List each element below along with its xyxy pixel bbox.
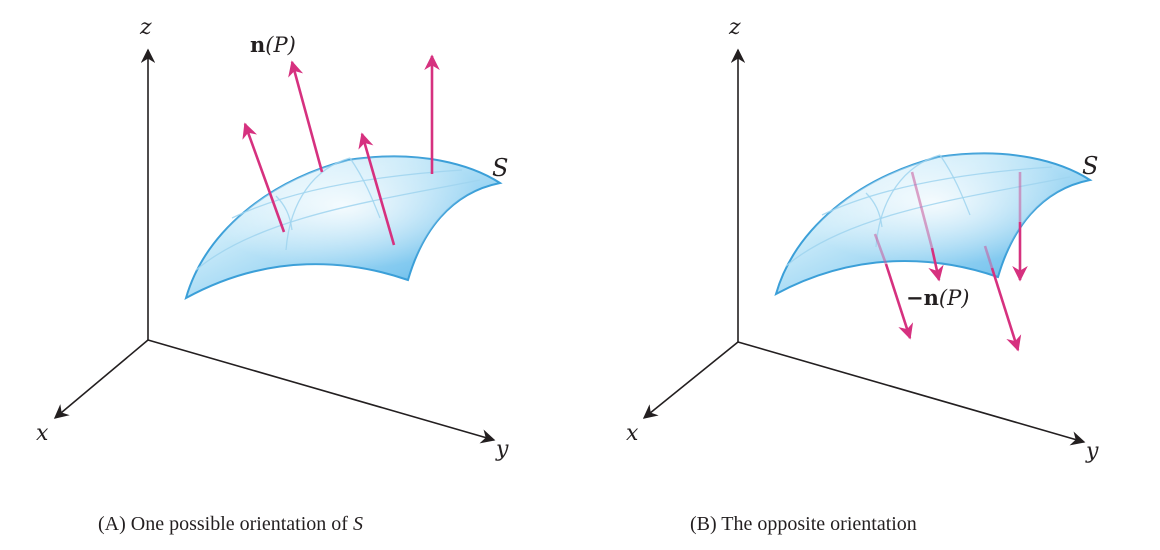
surface-grid-b-4 (939, 154, 971, 216)
normal-label-b-rest: (P) (939, 286, 970, 310)
normal-label-b: −n(P) (906, 285, 969, 310)
surface-shine-a (186, 156, 500, 298)
surface-shine-b (776, 153, 1090, 294)
panel-a: z x y S n(P) (36, 15, 509, 462)
normal-label-b-sign: − (906, 285, 924, 310)
y-axis-a (147, 339, 496, 444)
normal-vector-a-3 (358, 132, 396, 246)
normal-vector-b-3-hidden (983, 245, 994, 269)
normal-label-a-rest: (P) (265, 33, 296, 57)
x-axis-b (642, 341, 739, 419)
x-axis-a (53, 339, 149, 419)
x-axis-label-b: x (626, 421, 639, 446)
x-axis-label-a: x (36, 421, 49, 446)
z-axis-label-b: z (728, 15, 741, 40)
y-axis-label-a: y (495, 437, 509, 462)
caption-a-prefix: (A) One possible orientation of (98, 513, 353, 535)
surface-grid-a-4 (349, 157, 381, 219)
y-axis-b (737, 341, 1086, 446)
panel-b: z x y S −n(P) (626, 15, 1099, 464)
surface-grid-b-2 (785, 176, 1071, 267)
normal-label-a-bold: n (250, 32, 265, 57)
surface-label-a: S (492, 154, 508, 182)
surface-label-b: S (1082, 152, 1098, 180)
normal-vector-a-1 (242, 122, 286, 233)
axes-a: z x y (36, 15, 509, 462)
surface-grid-b-3 (821, 166, 1053, 216)
normal-label-a: n(P) (250, 32, 296, 57)
normal-vectors-a (242, 54, 440, 246)
surface-b (774, 152, 1093, 297)
z-axis-label-a: z (139, 15, 152, 40)
surface-grid-a-1 (285, 157, 351, 251)
normal-label-b-bold: n (924, 285, 939, 310)
surface-grid-a-2 (195, 179, 481, 271)
caption-b: (B) The opposite orientation (690, 513, 917, 535)
normal-vectors-b (873, 171, 1028, 352)
normal-vector-b-2 (928, 247, 944, 282)
y-axis-label-b: y (1085, 439, 1099, 464)
normal-vector-b-3 (990, 267, 1022, 352)
caption-a-symbol: S (353, 513, 363, 535)
caption-a: (A) One possible orientation of S (98, 513, 363, 535)
normal-vector-a-2 (288, 60, 324, 173)
surface-grid-a-3 (231, 169, 463, 219)
normal-vector-b-1 (884, 263, 914, 340)
surface-grid-b-1 (875, 154, 941, 248)
surface-grid-a-5 (275, 195, 293, 231)
surface-grid-b-5 (865, 192, 883, 228)
surface-a (184, 155, 503, 301)
normal-vector-b-2-hidden (910, 171, 934, 249)
axes-b: z x y (626, 15, 1099, 464)
normal-vector-b-1-hidden (873, 233, 888, 265)
